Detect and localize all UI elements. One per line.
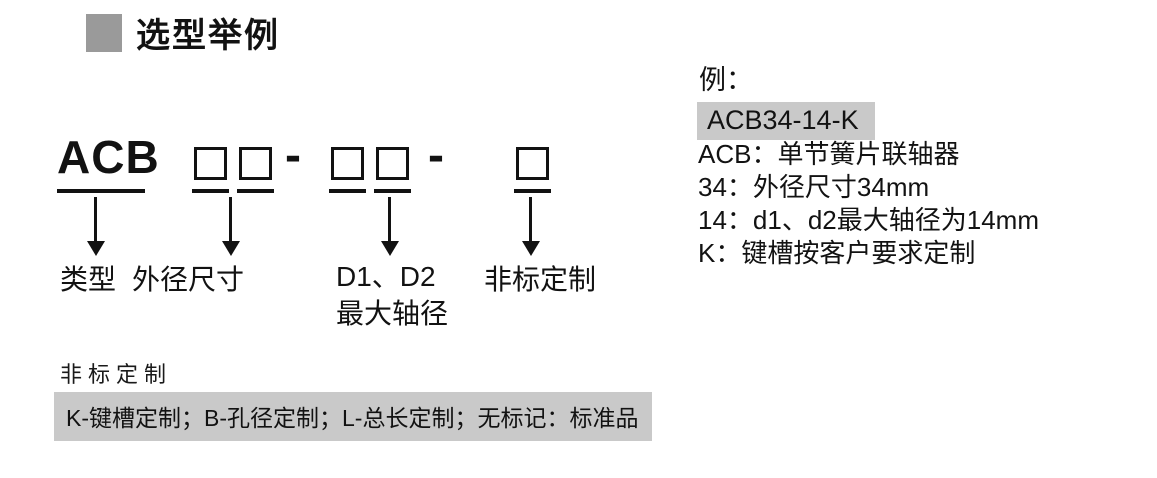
example-line: 14：d1、d2最大轴径为14mm [698, 205, 1039, 235]
example-line: K：键槽按客户要求定制 [698, 238, 976, 268]
model-code-separator: - [285, 129, 301, 182]
underline-bar [329, 189, 366, 193]
down-arrow-icon [529, 197, 532, 241]
footnote-highlight-bar: K-键槽定制；B-孔径定制；L-总长定制；无标记：标准品 [54, 392, 653, 441]
label-max-shaft-diameter-line1: D1、D2 [336, 261, 436, 292]
model-code-box [331, 147, 364, 180]
label-max-shaft-diameter-line2: 最大轴径 [336, 298, 449, 329]
underline-bar [237, 189, 274, 193]
underline-bar [57, 189, 145, 193]
model-code-box [194, 147, 227, 180]
label-max-shaft-diameter: D1、D2 最大轴径 [336, 258, 448, 332]
example-heading: 例： [699, 65, 753, 95]
model-code-box [239, 147, 272, 180]
example-line: ACB：单节簧片联轴器 [698, 139, 960, 169]
example-line: 34：外径尺寸34mm [698, 172, 930, 202]
underline-bar [192, 189, 229, 193]
footnote-label: 非标定制 [60, 362, 173, 387]
down-arrow-icon [388, 197, 391, 241]
example-explanation-list: ACB：单节簧片联轴器 34：外径尺寸34mm 14：d1、d2最大轴径为14m… [698, 138, 1039, 270]
section-marker-square [86, 14, 122, 52]
model-code-box [376, 147, 409, 180]
underline-bar [514, 189, 551, 193]
model-code-prefix: ACB [57, 131, 160, 183]
down-arrow-icon [94, 197, 97, 241]
model-code-separator: - [428, 129, 444, 182]
page-title: 选型举例 [136, 17, 280, 55]
example-code-badge: ACB34-14-K [697, 102, 875, 140]
underline-bar [374, 189, 411, 193]
down-arrow-icon [229, 197, 232, 241]
label-outer-diameter: 外径尺寸 [131, 264, 245, 295]
label-custom: 非标定制 [483, 264, 597, 295]
label-type: 类型 [59, 264, 117, 295]
model-code-box [516, 147, 549, 180]
